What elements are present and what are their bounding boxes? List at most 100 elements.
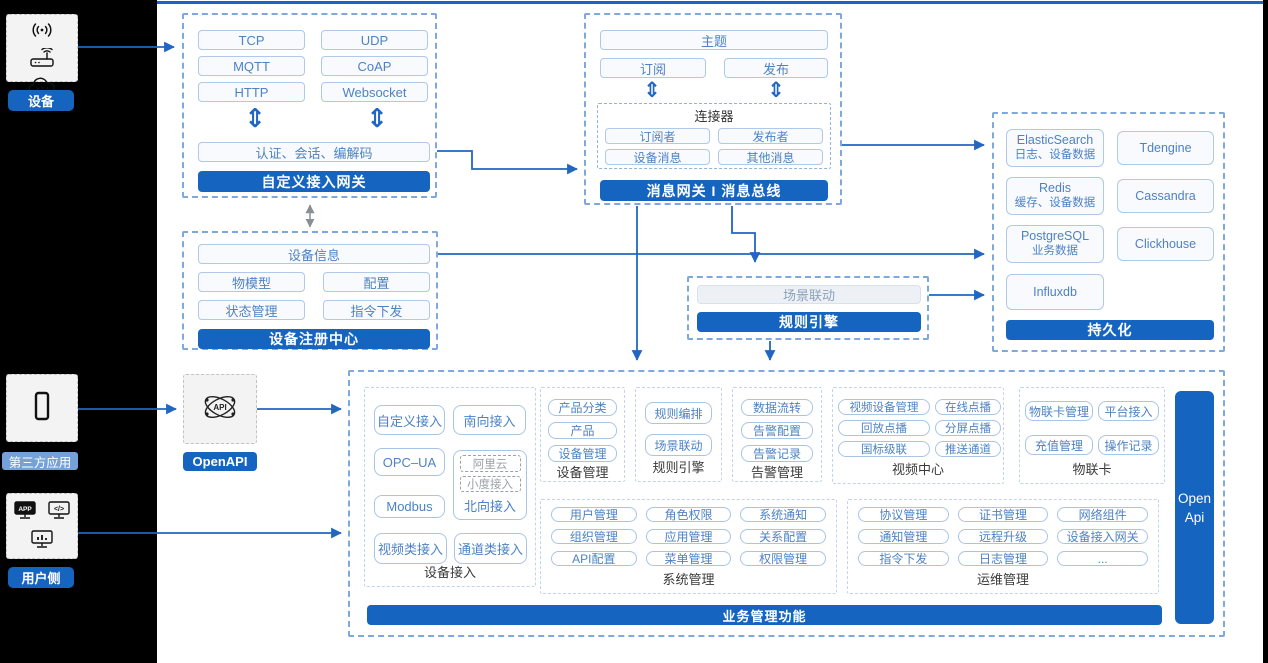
openapi-label-text: OpenAPI	[192, 454, 248, 469]
section-rule-engine: 规则编排场景联动 规则引擎	[635, 387, 722, 482]
message-gateway-box: 主题 订阅 发布 ⇕ ⇕ 连接器 订阅者发布者设备消息其他消息 消息网关 I 消…	[584, 13, 842, 205]
section-label: 设备接入	[423, 565, 476, 580]
double-arrow-icon: ⇕	[366, 103, 388, 133]
top-border-line	[157, 1, 1263, 4]
access-chip: OPC–UA	[374, 448, 445, 476]
section-chip: 角色权限	[645, 507, 732, 522]
db-cell: Clickhouse	[1117, 227, 1214, 261]
topic-chip: 主题	[600, 30, 828, 50]
section-chip: 场景联动	[645, 434, 712, 456]
db-name: PostgreSQL	[1020, 229, 1090, 243]
device-registry-title: 设备注册中心	[269, 331, 359, 347]
connector-chip: 发布者	[718, 128, 823, 144]
section-chip: 产品分类	[548, 399, 617, 416]
section-chip: 权限管理	[740, 551, 826, 566]
north-access-text: 北向接入	[463, 499, 516, 514]
registry-chip: 配置	[323, 272, 430, 292]
connector-box: 连接器 订阅者发布者设备消息其他消息	[597, 103, 831, 169]
rule-engine-title: 规则引擎	[779, 314, 839, 330]
db-sub: 日志、设备数据	[1014, 149, 1096, 161]
aliyun-chip: 阿里云	[459, 455, 521, 472]
protocol-chip: HTTP	[198, 82, 305, 102]
device-registry-box: 设备信息 物模型配置状态管理指令下发 设备注册中心	[182, 231, 438, 350]
access-chip-text: Modbus	[386, 499, 433, 514]
north-access-chip: 阿里云 小度接入 北向接入	[453, 450, 527, 520]
section-chip: 用户管理	[551, 507, 637, 522]
third-party-label: 第三方应用	[2, 452, 78, 470]
section-chip: 充值管理	[1025, 435, 1093, 455]
app-icon: APP	[13, 500, 37, 525]
section-chip: 告警记录	[741, 445, 813, 462]
user-side-label-text: 用户侧	[21, 571, 61, 586]
section-chip: 日志管理	[957, 551, 1049, 566]
section-alarm: 数据流转告警配置告警记录 告警管理	[732, 387, 822, 482]
section-device-access: 自定义接入 南向接入 OPC–UA 阿里云 小度接入 北向接入 Modbus 视…	[364, 387, 536, 587]
protocol-chip: CoAP	[321, 56, 428, 76]
db-name: Redis	[1039, 181, 1071, 195]
subscribe-text: 订阅	[639, 61, 666, 77]
svg-text:API: API	[213, 403, 226, 412]
section-label: 告警管理	[750, 465, 803, 480]
section-label: 设备管理	[556, 465, 609, 480]
persistence-box: ElasticSearch 日志、设备数据 Tdengine Redis 缓存、…	[992, 112, 1225, 352]
phone-icon	[32, 390, 52, 427]
device-info-text: 设备信息	[287, 247, 340, 263]
svg-text:APP: APP	[18, 506, 32, 513]
db-name: Cassandra	[1135, 188, 1196, 203]
section-chip: 国标级联	[838, 441, 930, 457]
section-video-center: 视频设备管理在线点播回放点播分屏点播国标级联推送通道 视频中心	[832, 387, 1004, 484]
signal-icon	[29, 21, 55, 44]
section-chip: 应用管理	[645, 529, 732, 544]
gateway-router-icon	[28, 47, 56, 73]
section-label: 视频中心	[891, 462, 944, 477]
subscribe-chip: 订阅	[600, 58, 706, 78]
section-chip: 设备管理	[548, 445, 617, 462]
protocol-chip: MQTT	[198, 56, 305, 76]
section-chip: 推送通道	[935, 441, 1001, 457]
section-chip: 告警配置	[741, 422, 813, 439]
db-cell: PostgreSQL 业务数据	[1006, 225, 1104, 263]
db-name: ElasticSearch	[1016, 133, 1094, 147]
device-icon-box: 第三方	[6, 14, 78, 95]
double-arrow-icon: ⇕	[643, 79, 661, 102]
section-grid: 协议管理证书管理网络组件通知管理远程升级设备接入网关指令下发日志管理...	[858, 507, 1148, 566]
business-title-bar: 业务管理功能	[367, 605, 1162, 625]
access-chip-text: OPC–UA	[382, 454, 437, 470]
double-arrow-icon: ⇕	[767, 79, 785, 102]
db-cell: Influxdb	[1006, 274, 1104, 310]
db-sub: 业务数据	[1032, 245, 1078, 257]
third-party-cloud-icon: 第三方	[26, 77, 58, 104]
access-chip-text: 通道类接入	[457, 542, 523, 557]
db-cell: Tdengine	[1117, 131, 1214, 165]
publish-chip: 发布	[724, 58, 828, 78]
user-side-label: 用户侧	[8, 567, 74, 588]
custom-gateway-title-bar: 自定义接入网关	[198, 171, 430, 192]
openapi-label: OpenAPI	[183, 452, 257, 471]
openapi-icon-box: API	[183, 374, 257, 444]
message-bus-title: 消息网关 I 消息总线	[646, 182, 782, 199]
auth-session-codec-text: 认证、会话、编解码	[255, 145, 373, 161]
section-chip: 证书管理	[957, 507, 1049, 522]
section-chip: 数据流转	[741, 399, 813, 416]
access-chip: 南向接入	[453, 405, 526, 435]
persistence-title: 持久化	[1087, 322, 1133, 338]
section-chip: 设备接入网关	[1057, 529, 1148, 544]
registry-chip: 物模型	[198, 272, 305, 292]
db-name: Tdengine	[1139, 140, 1192, 155]
scene-linkage-chip: 场景联动	[697, 285, 921, 304]
db-cell: ElasticSearch 日志、设备数据	[1006, 129, 1104, 167]
open-api-text: Api	[1184, 509, 1205, 525]
section-device-mgmt: 产品分类产品设备管理 设备管理	[540, 387, 625, 482]
protocol-chip: UDP	[321, 30, 428, 50]
section-chip: 关系配置	[740, 529, 826, 544]
section-chip: 产品	[548, 422, 617, 439]
db-cell: Redis 缓存、设备数据	[1006, 177, 1104, 215]
section-chip: ...	[1057, 551, 1148, 566]
custom-gateway-title: 自定义接入网关	[261, 173, 367, 190]
registry-chip: 指令下发	[323, 300, 430, 320]
open-api-text: Open	[1177, 490, 1212, 506]
section-chip: 指令下发	[858, 551, 949, 566]
